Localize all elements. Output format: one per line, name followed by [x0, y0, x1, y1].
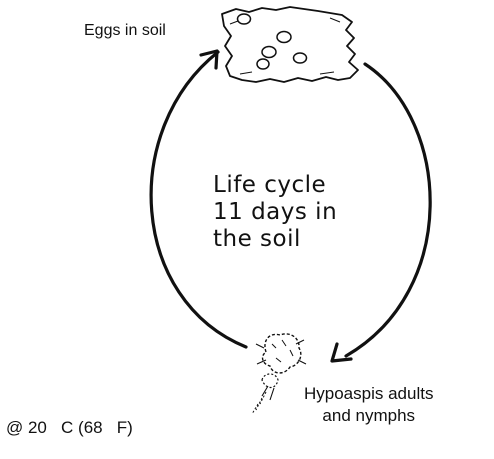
arrowhead-down-icon	[332, 344, 351, 361]
life-cycle-line-1: Life cycle	[213, 172, 337, 199]
mite-trail	[252, 392, 266, 414]
life-cycle-line-3: the soil	[213, 226, 337, 253]
life-cycle-line-2: 11 days in	[213, 199, 337, 226]
mite-small	[262, 374, 278, 388]
mite-illustration	[252, 334, 306, 414]
hypoaspis-label-line-1: Hypoaspis adults	[304, 383, 433, 405]
cycle-arrow-right	[346, 64, 430, 356]
hypoaspis-label: Hypoaspis adults and nymphs	[304, 383, 433, 427]
soil-clump	[222, 7, 358, 82]
eggs-in-soil-label: Eggs in soil	[84, 22, 166, 40]
soil-clump-outline	[222, 7, 358, 82]
temperature-note: @ 20 C (68 F)	[6, 418, 133, 438]
hypoaspis-label-line-2: and nymphs	[304, 405, 433, 427]
life-cycle-text: Life cycle 11 days in the soil	[213, 172, 337, 253]
mite-body	[263, 334, 301, 373]
